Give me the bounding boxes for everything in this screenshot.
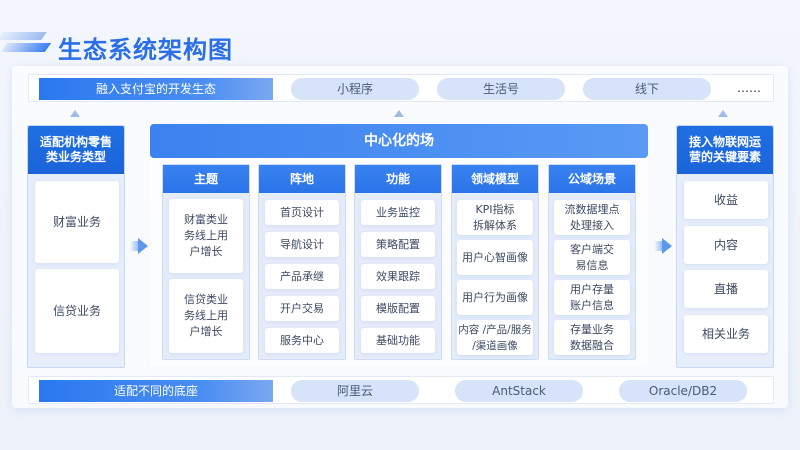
center-column-public-scenarios: 公域场景 流数据埋点 处理接入 客户端交 易信息 用户存量 账户信息 存量业务 … xyxy=(548,164,636,360)
list-item: 效果跟踪 xyxy=(361,264,435,289)
list-item: 存量业务 数据融合 xyxy=(554,320,630,355)
center-column-position: 阵地 首页设计 导航设计 产品承继 开户交易 服务中心 xyxy=(258,164,346,360)
list-item: 用户存量 账户信息 xyxy=(554,280,630,315)
center-header: 中心化的场 xyxy=(150,124,648,158)
theme-card-credit: 信贷类业 务线上用 户增长 xyxy=(169,279,243,353)
center-column-header: 阵地 xyxy=(259,165,345,193)
list-item: 首页设计 xyxy=(265,200,339,225)
right-column-iot-elements: 接入物联网运 营的关键要素 收益 内容 直播 相关业务 xyxy=(676,125,774,368)
list-item: 收益 xyxy=(684,181,768,219)
right-column-header: 接入物联网运 营的关键要素 xyxy=(677,126,773,174)
page-title: 生态系统架构图 xyxy=(58,36,233,64)
center-column-header: 主题 xyxy=(163,165,249,193)
bottom-band-label: 适配不同的底座 xyxy=(39,380,273,402)
list-item: 开户交易 xyxy=(265,296,339,321)
list-item: 流数据埋点 处理接入 xyxy=(554,200,630,235)
pill-life-account: 生活号 xyxy=(437,78,565,100)
center-column-header: 公域场景 xyxy=(549,165,635,193)
left-card-credit: 信贷业务 xyxy=(35,269,119,353)
left-column-business-types: 适配机构零售 类业务类型 财富业务 信贷业务 xyxy=(27,125,125,368)
list-item: KPI指标 拆解体系 xyxy=(457,200,533,235)
center-column-function: 功能 业务监控 策略配置 效果跟踪 模版配置 基础功能 xyxy=(354,164,442,360)
title-decoration-icon xyxy=(0,30,52,56)
list-item: 模版配置 xyxy=(361,296,435,321)
pill-antstack: AntStack xyxy=(455,380,583,402)
list-item: 导航设计 xyxy=(265,232,339,257)
left-column-header: 适配机构零售 类业务类型 xyxy=(28,126,124,174)
list-item: 内容 /产品/服务 /渠道画像 xyxy=(457,320,533,355)
list-item: 基础功能 xyxy=(361,328,435,353)
up-arrow-icon xyxy=(394,110,404,117)
top-band-ecosystem: 融入支付宝的开发生态 小程序 生活号 线下 …… xyxy=(28,74,774,102)
more-ellipsis: …… xyxy=(737,81,761,95)
list-item: 客户端交 易信息 xyxy=(554,240,630,275)
list-item: 内容 xyxy=(684,226,768,264)
left-card-wealth: 财富业务 xyxy=(35,181,119,263)
top-band-label: 融入支付宝的开发生态 xyxy=(39,78,273,100)
up-arrow-icon xyxy=(70,110,80,117)
center-column-header: 领域模型 xyxy=(452,165,538,193)
list-item: 相关业务 xyxy=(684,315,768,353)
bottom-band-platforms: 适配不同的底座 阿里云 AntStack Oracle/DB2 xyxy=(28,376,774,404)
theme-card-wealth: 财富类业 务线上用 户增长 xyxy=(169,199,243,273)
list-item: 策略配置 xyxy=(361,232,435,257)
list-item: 用户心智画像 xyxy=(457,240,533,275)
list-item: 业务监控 xyxy=(361,200,435,225)
list-item: 产品承继 xyxy=(265,264,339,289)
right-arrow-icon xyxy=(654,238,672,254)
center-column-header: 功能 xyxy=(355,165,441,193)
pill-oracle-db2: Oracle/DB2 xyxy=(619,380,747,402)
pill-offline: 线下 xyxy=(583,78,711,100)
pill-aliyun: 阿里云 xyxy=(291,380,419,402)
list-item: 直播 xyxy=(684,270,768,308)
pill-mini-program: 小程序 xyxy=(291,78,419,100)
list-item: 服务中心 xyxy=(265,328,339,353)
list-item: 用户行为画像 xyxy=(457,280,533,315)
center-column-domain-model: 领域模型 KPI指标 拆解体系 用户心智画像 用户行为画像 内容 /产品/服务 … xyxy=(451,164,539,360)
right-arrow-icon xyxy=(130,238,148,254)
center-column-theme: 主题 财富类业 务线上用 户增长 信贷类业 务线上用 户增长 xyxy=(162,164,250,360)
up-arrow-icon xyxy=(718,110,728,117)
